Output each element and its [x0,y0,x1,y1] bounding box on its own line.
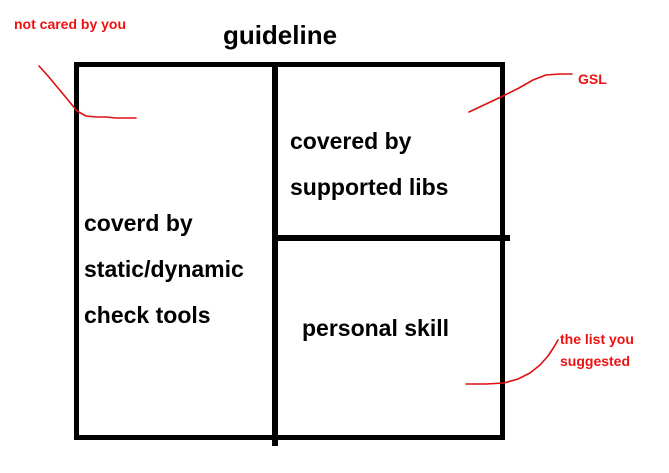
annotation-gsl: GSL [578,68,607,90]
annotation-list-line-1: the list you [560,331,634,347]
cell-bottom-right-label: personal skill [302,305,449,351]
matrix-frame [74,62,505,440]
cell-left-label: coverd by static/dynamic check tools [84,200,244,338]
annotation-gsl-line-1: GSL [578,71,607,87]
cell-bottom-right-line-1: personal skill [302,315,450,341]
page-title: guideline [222,20,338,50]
annotation-not-cared-by-you: not cared by you [14,13,126,35]
horizontal-divider [272,235,510,241]
cell-top-right-label: covered by supported libs [290,118,448,210]
cell-left-line-3: check tools [84,302,211,328]
cell-top-right-line-1: covered by [290,128,412,154]
cell-top-right-line-2: supported libs [290,174,449,200]
annotation-not-cared-line-1: not cared by you [14,16,127,32]
vertical-divider [272,62,278,446]
annotation-list-line-2: suggested [560,353,631,369]
annotation-list-you-suggested: the list you suggested [560,328,634,372]
cell-left-line-2: static/dynamic [84,256,244,282]
cell-left-line-1: coverd by [84,210,193,236]
